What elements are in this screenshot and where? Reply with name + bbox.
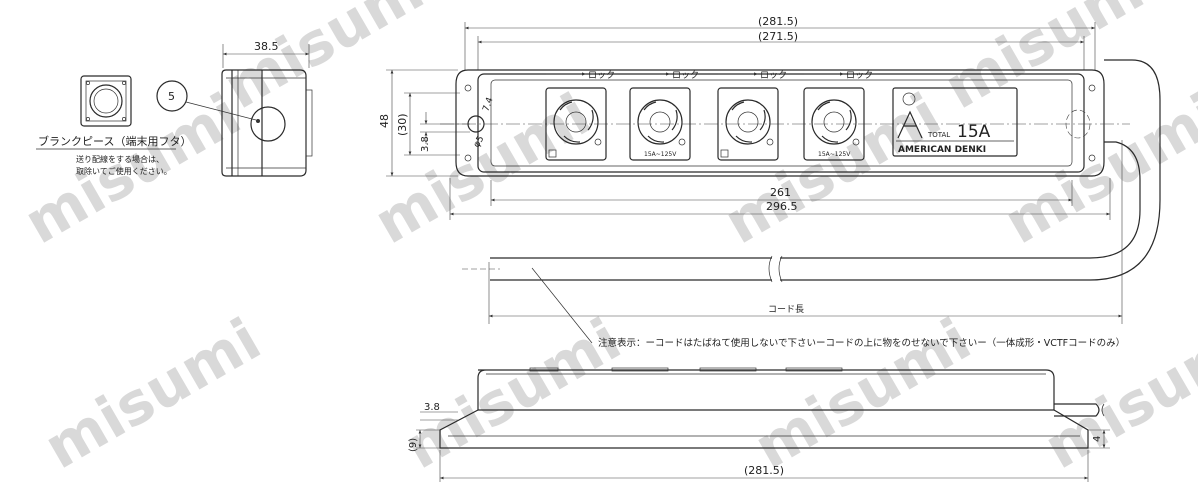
watermark-text: misumi <box>993 80 1198 257</box>
outlet-strip-top-view <box>440 69 1130 177</box>
blank-piece-view: ブランクピース（端末用フタ） 送り配線をする場合は、 取除いてご使用ください。 <box>36 75 191 176</box>
front-view: 3.8 (9) 4 (281.5) <box>408 367 1110 482</box>
watermark-text: misumi <box>713 80 952 257</box>
side-view: 38.5 5 <box>156 40 313 177</box>
lock-label: ロック <box>588 70 615 81</box>
front-dim-4: 4 <box>1092 436 1103 442</box>
blank-piece-note-2: 取除いてご使用ください。 <box>76 166 172 176</box>
dim-inner-top: (271.5) <box>758 30 798 43</box>
socket-rating: 15A~125V <box>818 151 851 158</box>
cord-length-label: コード長 <box>768 304 804 315</box>
watermark-text: misumi <box>933 0 1172 122</box>
lock-label: ロック <box>760 70 787 81</box>
front-dim-3-8: 3.8 <box>424 402 440 413</box>
dim-7-4: 7.4 <box>481 96 495 113</box>
top-view-dimensions: (281.5) (271.5) 261 296.5 48 (30) 3.8 7.… <box>378 15 1111 220</box>
side-callout: 5 <box>168 90 175 103</box>
brand-total: TOTAL <box>927 131 950 139</box>
brand-rating: 15A <box>957 122 991 142</box>
brand-plate: TOTAL 15A AMERICAN DENKI <box>892 87 1018 157</box>
socket-rating: 15A~125V <box>644 151 677 158</box>
outlet-4: 15A~125V ロック <box>803 70 873 161</box>
watermark-text: misumi <box>743 305 982 482</box>
watermark-text: misumi <box>33 305 272 482</box>
outlet-2: 15A~125V ロック <box>629 70 699 161</box>
brand-name: AMERICAN DENKI <box>898 145 986 155</box>
watermark-text: misumi <box>1033 305 1198 482</box>
lock-label: ロック <box>672 70 699 81</box>
caution-text: 注意表示：ーコードはたばねて使用しないで下さいーコードの上に物をのせないで下さい… <box>598 337 1125 349</box>
lock-label: ロック <box>846 70 873 81</box>
dim-30: (30) <box>396 113 409 136</box>
watermark-text: misumi <box>213 0 452 122</box>
dim-height-48: 48 <box>378 114 391 128</box>
outlet-1: ロック <box>545 70 615 161</box>
dim-296-5: 296.5 <box>766 200 798 213</box>
dim-3-8: 3.8 <box>420 136 431 152</box>
blank-piece-label: ブランクピース（端末用フタ） <box>38 134 191 148</box>
dim-overall-top: (281.5) <box>758 15 798 28</box>
front-dim-9: (9) <box>408 438 419 452</box>
outlet-3: ロック <box>717 70 787 161</box>
front-dim-bottom: (281.5) <box>744 464 784 477</box>
cord: コード長 注意表示：ーコードはたばねて使用しないで下さいーコードの上に物をのせな… <box>462 59 1161 349</box>
watermark-text: misumi <box>393 305 632 482</box>
side-width-dim: 38.5 <box>254 40 279 53</box>
dim-261: 261 <box>770 186 791 199</box>
blank-piece-note-1: 送り配線をする場合は、 <box>76 154 164 164</box>
